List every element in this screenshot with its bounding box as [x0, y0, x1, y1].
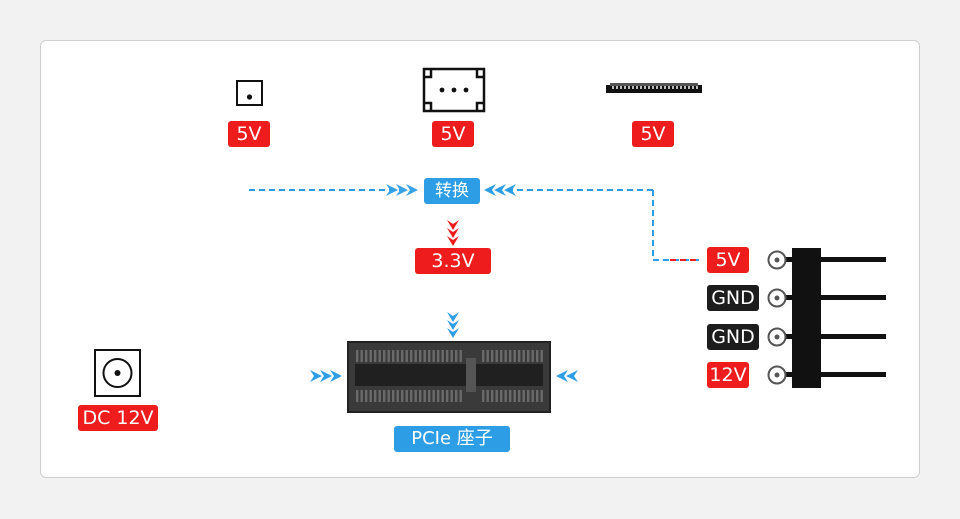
converted-voltage-label: 3.3V [415, 248, 491, 274]
dc-input-label: DC 12V [78, 405, 158, 431]
pin-3-label: GND [707, 324, 759, 350]
single-pin-jack-icon [236, 80, 263, 106]
pin-2-label: GND [707, 285, 759, 311]
arrow-left-icon [484, 184, 516, 196]
pcie-slot-icon [347, 341, 551, 413]
input-c-voltage-label: 5V [632, 121, 674, 147]
converter-label: 转换 [424, 178, 480, 204]
dc-barrel-jack-icon [94, 349, 141, 397]
wire-c-to-header [652, 190, 700, 261]
arrow-down-icon [447, 312, 459, 338]
three-pin-connector-icon [422, 67, 486, 113]
pin-4-label: 12V [707, 362, 749, 388]
arrow-down-red-icon [447, 220, 459, 246]
ffc-connector-icon [606, 83, 702, 93]
arrow-right-icon [310, 370, 342, 382]
pcie-slot-label: PCIe 座子 [394, 426, 510, 452]
input-a-voltage-label: 5V [228, 121, 270, 147]
pin-1-label: 5V [707, 247, 749, 273]
four-pin-header-icon [767, 248, 886, 388]
arrow-right-icon [386, 184, 418, 196]
arrow-group [310, 184, 578, 382]
arrow-left-icon [556, 370, 578, 382]
input-b-voltage-label: 5V [432, 121, 474, 147]
